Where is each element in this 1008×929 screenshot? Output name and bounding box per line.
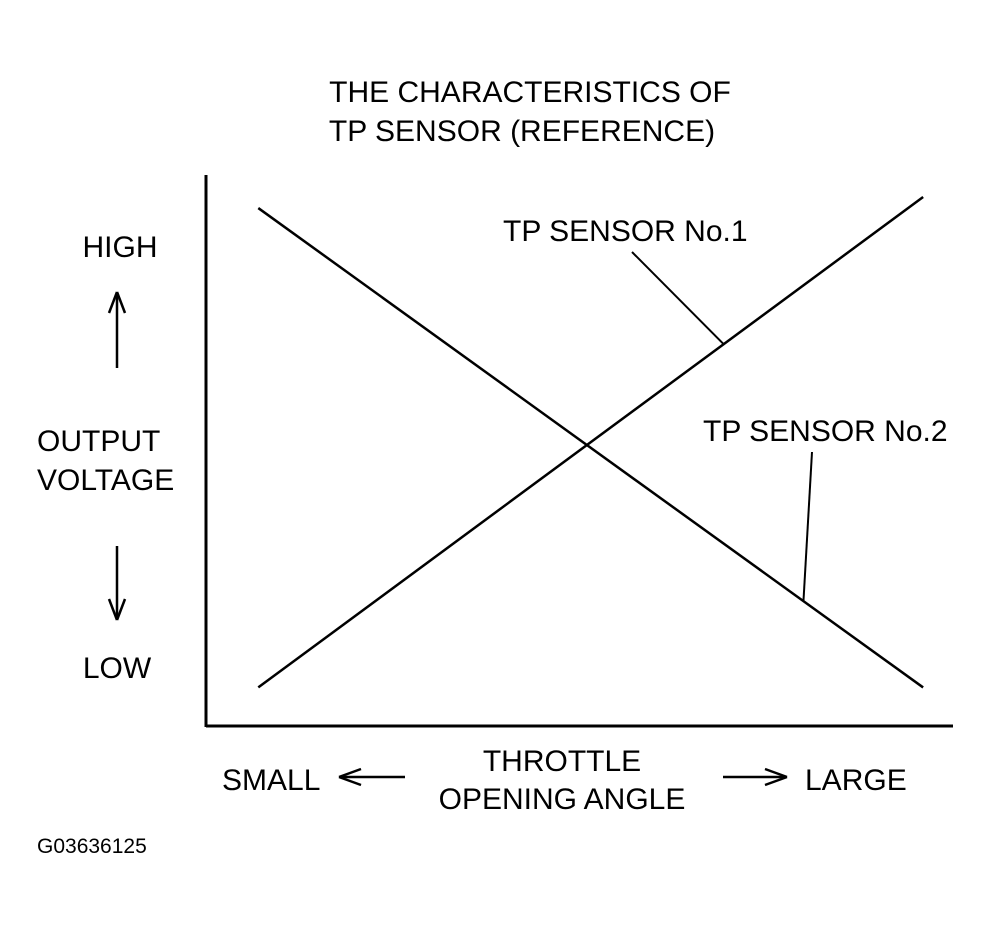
chart-title-line-1: THE CHARACTERISTICS OF [329, 76, 731, 109]
y-axis-label-line-1: OUTPUT [37, 425, 160, 458]
y-high-label: HIGH [83, 231, 158, 264]
series-label-tp-sensor-1: TP SENSOR No.1 [503, 215, 748, 248]
chart-title-line-2: TP SENSOR (REFERENCE) [329, 115, 715, 148]
series-label-tp-sensor-2: TP SENSOR No.2 [703, 415, 948, 448]
figure-code: G03636125 [37, 835, 147, 858]
right-arrow-icon [723, 767, 788, 787]
series-line-tp-sensor-2 [257, 207, 924, 689]
x-axis-label-line-2: OPENING ANGLE [439, 783, 686, 816]
y-axis-label-line-2: VOLTAGE [37, 464, 174, 497]
up-arrow-icon [107, 291, 127, 368]
x-axis-label-line-1: THROTTLE [483, 745, 641, 778]
x-small-label: SMALL [222, 764, 320, 797]
x-large-label: LARGE [805, 764, 907, 797]
left-arrow-icon [338, 767, 405, 787]
y-low-label: LOW [83, 652, 152, 685]
leader-line-tp-sensor-2 [802, 451, 813, 602]
series-line-tp-sensor-1 [257, 196, 924, 689]
down-arrow-icon [107, 546, 127, 621]
leader-line-tp-sensor-1 [631, 251, 725, 345]
